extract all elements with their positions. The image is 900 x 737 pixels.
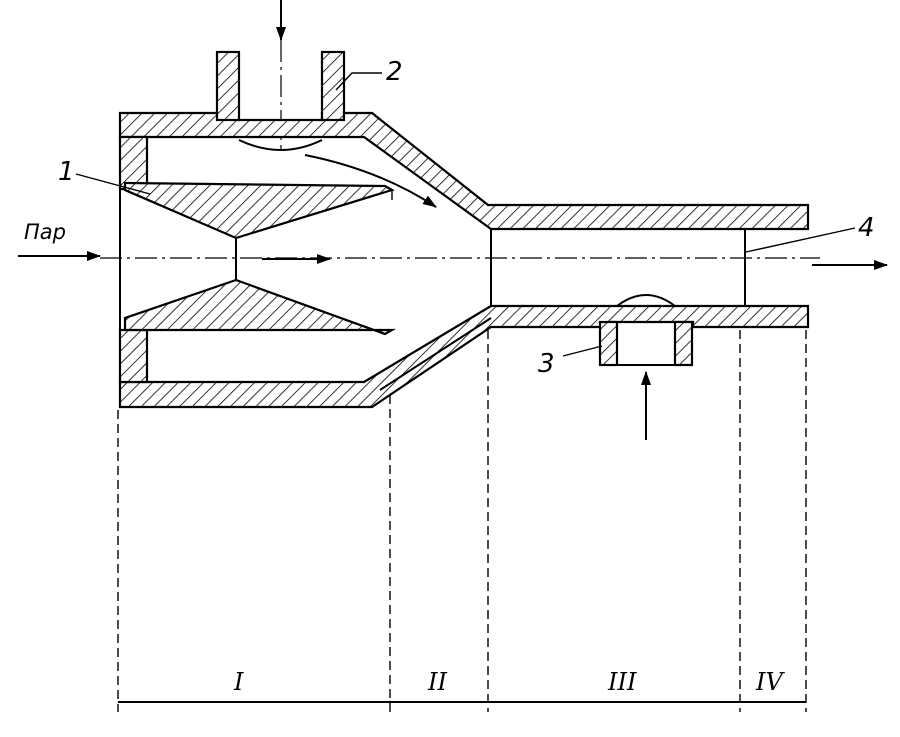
leader-line-4 [745, 227, 856, 253]
suction-pipe-mouth [238, 139, 323, 151]
leader-line-3 [562, 345, 603, 357]
label-nozzle: 1 [58, 157, 75, 187]
section-label-1: I [233, 668, 244, 696]
side-inlet-wall-left [598, 320, 619, 367]
section-label-4: IV [755, 668, 785, 696]
entrained-flow-arrow [304, 154, 437, 208]
section-label-3: III [607, 668, 637, 696]
left-flange-top [118, 135, 149, 191]
suction-pipe-wall-right [320, 50, 346, 122]
diffuser-inner-line [379, 317, 492, 391]
leader-line-2 [335, 72, 382, 91]
side-inlet-wall-right [673, 320, 694, 367]
left-flange-bottom [118, 328, 149, 384]
label-suction-pipe: 2 [386, 57, 403, 87]
nozzle-lower-half [123, 278, 397, 336]
suction-pipe-wall-left [215, 50, 241, 122]
section-label-2: II [427, 668, 447, 696]
nozzle-upper-half [123, 181, 395, 240]
label-side-inlet: 3 [538, 349, 555, 379]
label-outlet: 4 [858, 213, 875, 243]
leader-line-1 [75, 173, 151, 195]
side-inlet-mouth [616, 294, 676, 307]
label-steam-inlet: Пар [24, 220, 66, 244]
